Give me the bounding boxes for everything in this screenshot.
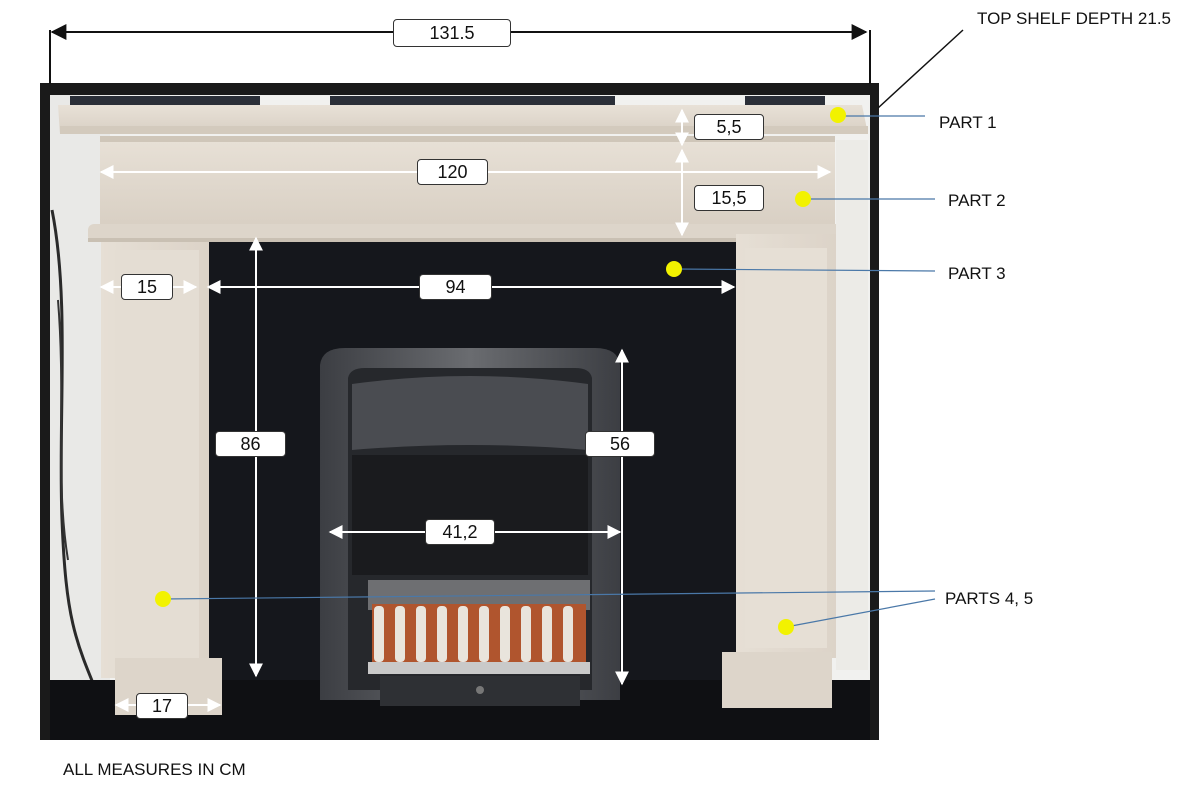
overall-width-label: 131.5: [393, 19, 511, 47]
plinth-width-label: 17: [136, 693, 188, 719]
fuel-bars: [372, 604, 586, 662]
insert-height-label: 56: [585, 431, 655, 457]
cable: [57, 299, 69, 561]
insert-width-label: 41,2: [425, 519, 495, 545]
parts45-marker-right: [778, 619, 794, 635]
insert-canopy: [352, 376, 588, 450]
shelf-thickness-label: 5,5: [694, 114, 764, 140]
frieze-height-label: 15,5: [694, 185, 764, 211]
shelf-depth-note: TOP SHELF DEPTH 21.5: [977, 9, 1171, 28]
part3-marker: [666, 261, 682, 277]
part1-label: PART 1: [939, 113, 997, 132]
right-plinth: [722, 652, 832, 708]
part1-marker: [830, 107, 846, 123]
units-note: ALL MEASURES IN CM: [63, 760, 246, 779]
leg-width-label: 15: [121, 274, 173, 300]
part3-label: PART 3: [948, 264, 1006, 283]
parts45-marker-left: [155, 591, 171, 607]
parts45-label: PARTS 4, 5: [945, 589, 1034, 608]
part2-marker: [795, 191, 811, 207]
opening-width-label: 94: [419, 274, 492, 300]
part2-label: PART 2: [948, 191, 1006, 210]
opening-height-label: 86: [215, 431, 286, 457]
frieze-width-label: 120: [417, 159, 488, 185]
frieze-moulding: [88, 224, 846, 242]
